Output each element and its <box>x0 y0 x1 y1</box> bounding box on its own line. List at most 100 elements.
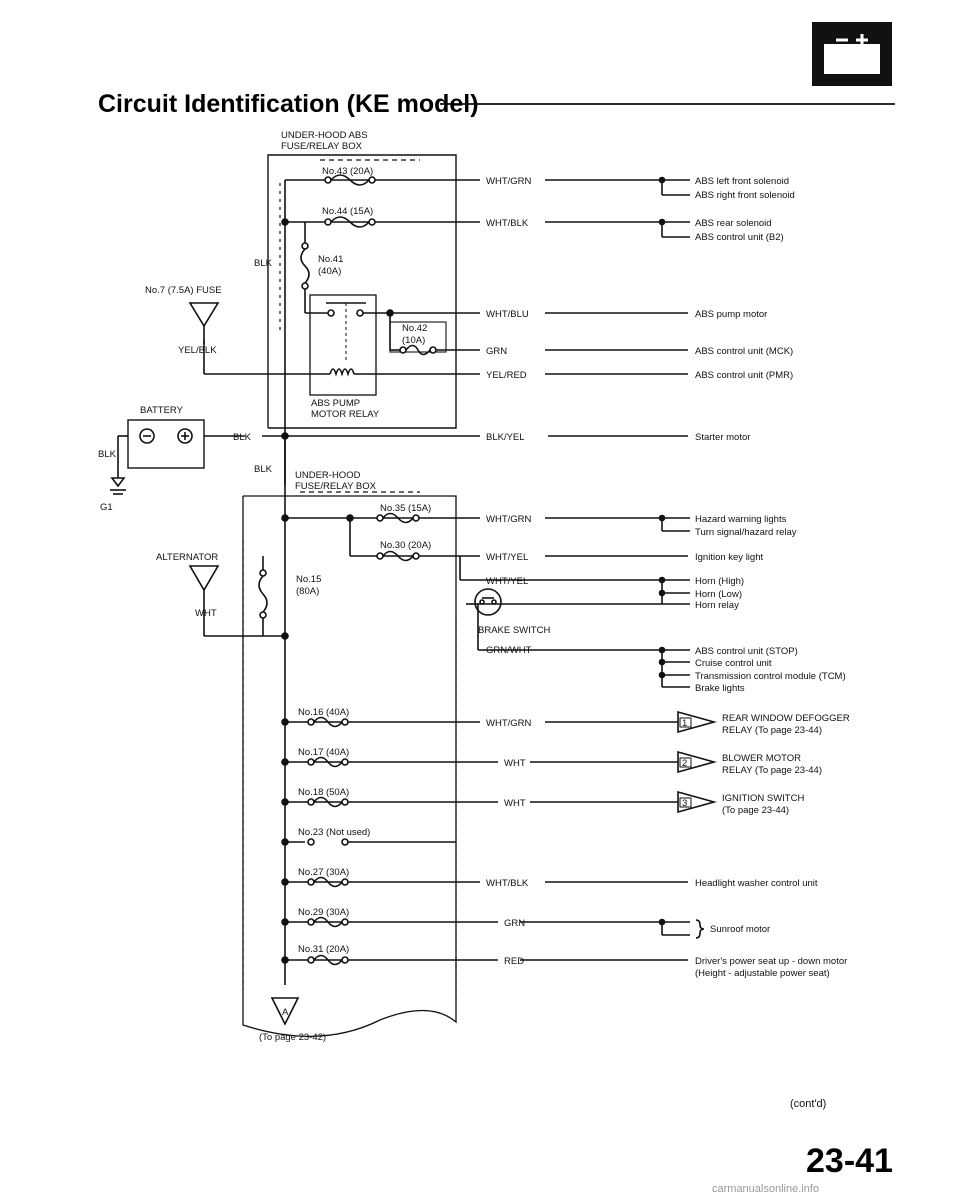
connector-3 <box>677 790 717 814</box>
connector-3-line-2: (To page 23-44) <box>722 805 789 816</box>
blk-label-ground: BLK <box>98 449 117 460</box>
connector-3-line-1: IGNITION SWITCH <box>722 793 804 804</box>
fuse-15-label-2: (80A) <box>296 586 319 597</box>
yel-blk-label: YEL/BLK <box>178 345 217 356</box>
pump-relay-label-1: ABS PUMP <box>311 398 360 409</box>
fuse-7-connector <box>188 302 220 344</box>
connector-a-label: A <box>282 1007 289 1018</box>
load-turn: Turn signal/hazard relay <box>695 527 797 538</box>
branch-abs-rear <box>658 218 690 238</box>
wire-w17: WHT <box>504 758 526 769</box>
load-sunroof: Sunroof motor <box>710 924 770 935</box>
load-tcm: Transmission control module (TCM) <box>695 671 846 682</box>
fuse-16-label: No.16 (40A) <box>298 707 349 718</box>
wire-blk-yel: BLK/YEL <box>486 432 525 443</box>
fuse-30-label: No.30 (20A) <box>380 540 431 551</box>
wire-wht-blu: WHT/BLU <box>486 309 529 320</box>
abs-box-title-2: FUSE/RELAY BOX <box>281 141 363 152</box>
wire-brake: GRN/WHT <box>486 645 532 656</box>
fuse-29-label: No.29 (30A) <box>298 907 349 918</box>
branch-hazard <box>545 514 690 532</box>
connector-2-num: 2 <box>682 758 687 769</box>
connector-3-num: 3 <box>682 798 687 809</box>
battery-header-icon <box>812 22 892 86</box>
wire-w15: WHT/YEL <box>486 576 528 587</box>
load-abs-stop: ABS control unit (STOP) <box>695 646 798 657</box>
fuse-41-label-2: (40A) <box>318 266 341 277</box>
branch-sunroof <box>658 918 705 939</box>
load-cruise: Cruise control unit <box>695 658 772 669</box>
fuse-41 <box>300 222 310 313</box>
wire-w27: WHT/BLK <box>486 878 529 889</box>
fuse-15-label-1: No.15 <box>296 574 321 585</box>
fuse-42-label-2: (10A) <box>402 335 425 346</box>
alternator-connector <box>188 565 289 640</box>
abs-box-title-1: UNDER-HOOD ABS <box>281 130 368 141</box>
fuse-44-label: No.44 (15A) <box>322 206 373 217</box>
connector-a <box>270 997 300 1026</box>
connector-2-line-2: RELAY (To page 23-44) <box>722 765 822 776</box>
wire-w16: WHT/GRN <box>486 718 532 729</box>
blk-label-lower: BLK <box>254 464 273 475</box>
load-abs-left-front: ABS left front solenoid <box>695 176 789 187</box>
load-abs-mck: ABS control unit (MCK) <box>695 346 793 357</box>
fuse-42 <box>386 309 480 356</box>
wire-grn-1: GRN <box>486 346 507 357</box>
alternator-label: ALTERNATOR <box>156 552 218 563</box>
brake-switch <box>466 588 662 651</box>
load-abs-rear: ABS rear solenoid <box>695 218 772 229</box>
load-starter: Starter motor <box>695 432 750 443</box>
wire-w18: WHT <box>504 798 526 809</box>
wire-yel-red: YEL/RED <box>486 370 527 381</box>
load-brake-lights: Brake lights <box>695 683 745 694</box>
wire-wht-blk-1: WHT/BLK <box>486 218 529 229</box>
connector-1-line-1: REAR WINDOW DEFOGGER <box>722 713 850 724</box>
fuse-27-label: No.27 (30A) <box>298 867 349 878</box>
lower-box-title-2: FUSE/RELAY BOX <box>295 481 377 492</box>
fuse-row-lower <box>281 716 498 966</box>
fuse-31-label: No.31 (20A) <box>298 944 349 955</box>
fuse-43 <box>324 174 376 186</box>
branch-horn <box>658 576 690 605</box>
battery-symbol <box>110 419 285 495</box>
load-horn-high: Horn (High) <box>695 576 744 587</box>
wire-w29: GRN <box>504 918 525 929</box>
wht-label: WHT <box>195 608 217 619</box>
blk-label-upper: BLK <box>254 258 273 269</box>
fuse-35-label: No.35 (15A) <box>380 503 431 514</box>
load-hazard: Hazard warning lights <box>695 514 787 525</box>
branch-brake <box>658 646 690 688</box>
to-page-label: (To page 23-42) <box>259 1032 326 1043</box>
load-horn-relay: Horn relay <box>695 600 739 611</box>
connector-1-num: 1 <box>682 718 687 729</box>
blk-label-battery: BLK <box>233 432 252 443</box>
load-abs-right-front: ABS right front solenoid <box>695 190 795 201</box>
connector-1-line-2: RELAY (To page 23-44) <box>722 725 822 736</box>
wire-w35: WHT/GRN <box>486 514 532 525</box>
brake-switch-label: BRAKE SWITCH <box>478 625 550 636</box>
load-ignition-light: Ignition key light <box>695 552 763 563</box>
fuse-7-label: No.7 (7.5A) FUSE <box>145 285 222 296</box>
fuse-23-label: No.23 (Not used) <box>298 827 370 838</box>
fuse-41-label-1: No.41 <box>318 254 343 265</box>
battery-label: BATTERY <box>140 405 184 416</box>
contd-label: (cont'd) <box>790 1098 826 1110</box>
load-abs-control-b2: ABS control unit (B2) <box>695 232 784 243</box>
fuse-43-label: No.43 (20A) <box>322 166 373 177</box>
load-power-seat-1: Driver's power seat up - down motor <box>695 956 847 967</box>
fuse-17-label: No.17 (40A) <box>298 747 349 758</box>
abs-pump-motor-relay <box>305 294 480 396</box>
load-headlight-washer: Headlight washer control unit <box>695 878 818 889</box>
fuse-42-label-1: No.42 <box>402 323 427 334</box>
under-hood-fuse-box-outline <box>242 491 457 1038</box>
connector-1 <box>677 710 717 734</box>
fuse-30 <box>376 550 420 562</box>
load-abs-pump: ABS pump motor <box>695 309 767 320</box>
ground-label: G1 <box>100 502 113 513</box>
abs-fuse-box-outline <box>267 154 457 429</box>
pump-relay-label-2: MOTOR RELAY <box>311 409 380 420</box>
page-title: Circuit Identification (KE model) <box>98 90 479 118</box>
lower-box-title-1: UNDER-HOOD <box>295 470 361 481</box>
fuse-44 <box>324 216 376 228</box>
